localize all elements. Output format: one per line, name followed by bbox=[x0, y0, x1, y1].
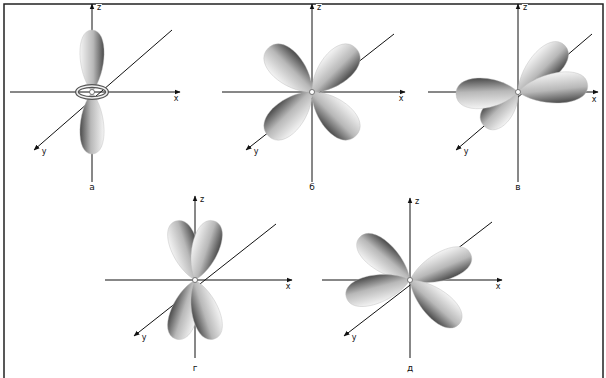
panel-letter: г bbox=[192, 364, 199, 373]
axis-label: y bbox=[41, 148, 48, 156]
orbital-panel bbox=[105, 196, 292, 358]
axis-line bbox=[10, 92, 180, 93]
orbital-lobe bbox=[342, 266, 413, 311]
axis-label: z bbox=[199, 196, 205, 204]
orbital-lobe bbox=[301, 81, 368, 148]
orbital-lobe bbox=[516, 69, 589, 107]
nucleus-dot bbox=[516, 90, 521, 95]
orbital-lobe bbox=[80, 30, 104, 92]
axis-label: y bbox=[253, 148, 260, 156]
axis-label: z bbox=[96, 4, 102, 12]
nucleus-dot bbox=[193, 278, 198, 283]
axis-line bbox=[105, 280, 292, 281]
panel-letter: а bbox=[88, 183, 96, 192]
orbital-torus bbox=[77, 86, 107, 98]
axis-line bbox=[246, 34, 394, 150]
axis-label: y bbox=[463, 148, 470, 156]
orbital-lobe bbox=[80, 92, 104, 154]
panel-letter: б bbox=[308, 183, 316, 192]
axis-label: y bbox=[351, 334, 358, 342]
orbital-torus-highlight bbox=[77, 86, 107, 98]
axis-label: x bbox=[285, 283, 292, 291]
axis-label: z bbox=[316, 4, 322, 12]
frame bbox=[4, 4, 603, 378]
axis-line bbox=[456, 34, 592, 150]
axis-label: z bbox=[414, 198, 420, 206]
axis-label: x bbox=[398, 95, 405, 103]
orbital-panel bbox=[10, 4, 180, 182]
nucleus-dot bbox=[408, 278, 413, 283]
panel-letter: д bbox=[406, 364, 414, 373]
orbital-panel bbox=[222, 4, 405, 182]
orbital-lobe bbox=[257, 37, 324, 104]
axis-label: x bbox=[173, 95, 180, 103]
axis-label: x bbox=[591, 96, 598, 104]
orbital-lobe bbox=[182, 276, 227, 343]
orbital-lobe bbox=[301, 37, 368, 104]
orbital-panel bbox=[428, 4, 598, 182]
orbital-lobe bbox=[456, 77, 519, 110]
nucleus-dot bbox=[310, 90, 315, 95]
orbital-panel bbox=[322, 198, 502, 358]
axis-label: y bbox=[141, 334, 148, 342]
panel-letter: в bbox=[514, 183, 521, 192]
orbital-lobe bbox=[257, 81, 324, 148]
orbital-lobe bbox=[400, 269, 468, 335]
nucleus-dot bbox=[90, 90, 95, 95]
axis-label: z bbox=[522, 4, 528, 12]
orbital-lobe bbox=[182, 217, 227, 284]
axis-label: x bbox=[495, 283, 502, 291]
